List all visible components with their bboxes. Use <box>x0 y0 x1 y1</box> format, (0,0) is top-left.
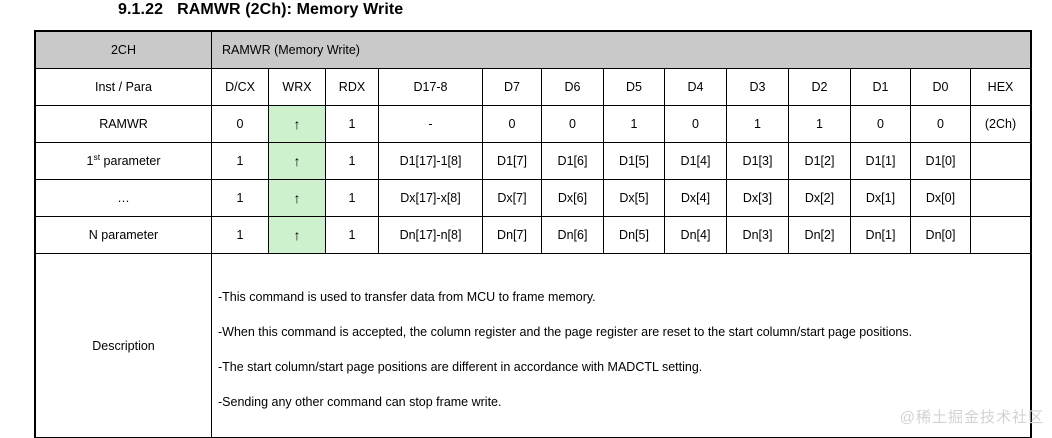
section-title: RAMWR (2Ch): Memory Write <box>177 1 404 18</box>
cell-d0: Dx[0] <box>910 179 971 217</box>
header-command-name: RAMWR (Memory Write) <box>210 31 1032 69</box>
section-number: 9.1.22 <box>118 1 164 18</box>
row-label-first-parameter: 1st parameter <box>35 142 212 180</box>
cell-d7: D1[7] <box>482 142 542 180</box>
cell-d17-8: - <box>378 105 483 143</box>
cell-d4: 0 <box>664 105 727 143</box>
cell-d7: Dn[7] <box>482 216 542 254</box>
command-table: 2CH RAMWR (Memory Write) Inst / Para D/C… <box>33 30 1033 438</box>
column-header-rdx: RDX <box>325 68 379 106</box>
cell-dcx: 1 <box>211 216 269 254</box>
table-row: … 1 ↑ 1 Dx[17]-x[8] Dx[7] Dx[6] Dx[5] Dx… <box>35 179 1032 217</box>
cell-d6: Dx[6] <box>541 179 604 217</box>
cell-wrx-rising-edge-icon: ↑ <box>268 179 326 217</box>
cell-d5: 1 <box>603 105 665 143</box>
header-command-code: 2CH <box>35 31 212 69</box>
cell-d6: Dn[6] <box>541 216 604 254</box>
row-label-ordinal-tail: parameter <box>100 154 161 168</box>
cell-wrx-rising-edge-icon: ↑ <box>268 216 326 254</box>
row-label-ramwr: RAMWR <box>35 105 212 143</box>
cell-d0: D1[0] <box>910 142 971 180</box>
row-label-ordinal-suffix: st <box>93 151 101 162</box>
cell-d17-8: Dn[17]-n[8] <box>378 216 483 254</box>
table-row: RAMWR 0 ↑ 1 - 0 0 1 0 1 1 0 0 (2Ch) <box>35 105 1032 143</box>
cell-d4: D1[4] <box>664 142 727 180</box>
cell-hex <box>969 142 1032 180</box>
column-header-inst-para: Inst / Para <box>35 68 212 106</box>
cell-rdx: 1 <box>325 105 379 143</box>
column-header-d7: D7 <box>482 68 542 106</box>
cell-rdx: 1 <box>325 179 379 217</box>
cell-d4: Dn[4] <box>664 216 727 254</box>
column-header-dcx: D/CX <box>211 68 269 106</box>
description-body: -This command is used to transfer data f… <box>210 253 1032 438</box>
description-line: -Sending any other command can stop fram… <box>218 395 502 409</box>
cell-d3: Dn[3] <box>726 216 789 254</box>
cell-d0: Dn[0] <box>910 216 971 254</box>
cell-rdx: 1 <box>325 216 379 254</box>
cell-d6: 0 <box>541 105 604 143</box>
column-header-d1: D1 <box>850 68 911 106</box>
cell-dcx: 0 <box>211 105 269 143</box>
cell-d5: Dn[5] <box>603 216 665 254</box>
cell-d4: Dx[4] <box>664 179 727 217</box>
cell-wrx-rising-edge-icon: ↑ <box>268 105 326 143</box>
cell-d2: Dx[2] <box>788 179 851 217</box>
cell-d1: Dn[1] <box>850 216 911 254</box>
cell-d1: Dx[1] <box>850 179 911 217</box>
cell-hex <box>969 216 1032 254</box>
cell-rdx: 1 <box>325 142 379 180</box>
cell-wrx-rising-edge-icon: ↑ <box>268 142 326 180</box>
column-header-d5: D5 <box>603 68 665 106</box>
column-header-d3: D3 <box>726 68 789 106</box>
description-line: -This command is used to transfer data f… <box>218 290 596 304</box>
description-label: Description <box>35 253 212 438</box>
cell-d1: D1[1] <box>850 142 911 180</box>
page-title: 9.1.22 RAMWR (2Ch): Memory Write <box>118 1 403 19</box>
cell-dcx: 1 <box>211 179 269 217</box>
cell-d7: Dx[7] <box>482 179 542 217</box>
column-header-d17-8: D17-8 <box>378 68 483 106</box>
table-row: 1st parameter 1 ↑ 1 D1[17]-1[8] D1[7] D1… <box>35 142 1032 180</box>
column-header-d2: D2 <box>788 68 851 106</box>
cell-d7: 0 <box>482 105 542 143</box>
cell-d3: D1[3] <box>726 142 789 180</box>
cell-d3: Dx[3] <box>726 179 789 217</box>
row-label-ellipsis: … <box>35 179 212 217</box>
table-column-header-row: Inst / Para D/CX WRX RDX D17-8 D7 D6 D5 … <box>35 68 1032 106</box>
row-label-ordinal: 1 <box>86 154 94 168</box>
description-line: -The start column/start page positions a… <box>218 360 703 374</box>
cell-d3: 1 <box>726 105 789 143</box>
table-row: N parameter 1 ↑ 1 Dn[17]-n[8] Dn[7] Dn[6… <box>35 216 1032 254</box>
cell-d2: D1[2] <box>788 142 851 180</box>
column-header-d4: D4 <box>664 68 727 106</box>
cell-hex <box>969 179 1032 217</box>
table-header-row: 2CH RAMWR (Memory Write) <box>35 31 1032 69</box>
cell-d5: D1[5] <box>603 142 665 180</box>
cell-d6: D1[6] <box>541 142 604 180</box>
column-header-d0: D0 <box>910 68 971 106</box>
cell-d5: Dx[5] <box>603 179 665 217</box>
column-header-wrx: WRX <box>268 68 326 106</box>
cell-d0: 0 <box>910 105 971 143</box>
column-header-hex: HEX <box>969 68 1032 106</box>
cell-d1: 0 <box>850 105 911 143</box>
cell-hex: (2Ch) <box>969 105 1032 143</box>
column-header-d6: D6 <box>541 68 604 106</box>
cell-d2: Dn[2] <box>788 216 851 254</box>
cell-dcx: 1 <box>211 142 269 180</box>
row-label-n-parameter: N parameter <box>35 216 212 254</box>
cell-d17-8: D1[17]-1[8] <box>378 142 483 180</box>
description-line: -When this command is accepted, the colu… <box>218 325 913 339</box>
description-row: Description -This command is used to tra… <box>35 253 1032 438</box>
cell-d17-8: Dx[17]-x[8] <box>378 179 483 217</box>
cell-d2: 1 <box>788 105 851 143</box>
